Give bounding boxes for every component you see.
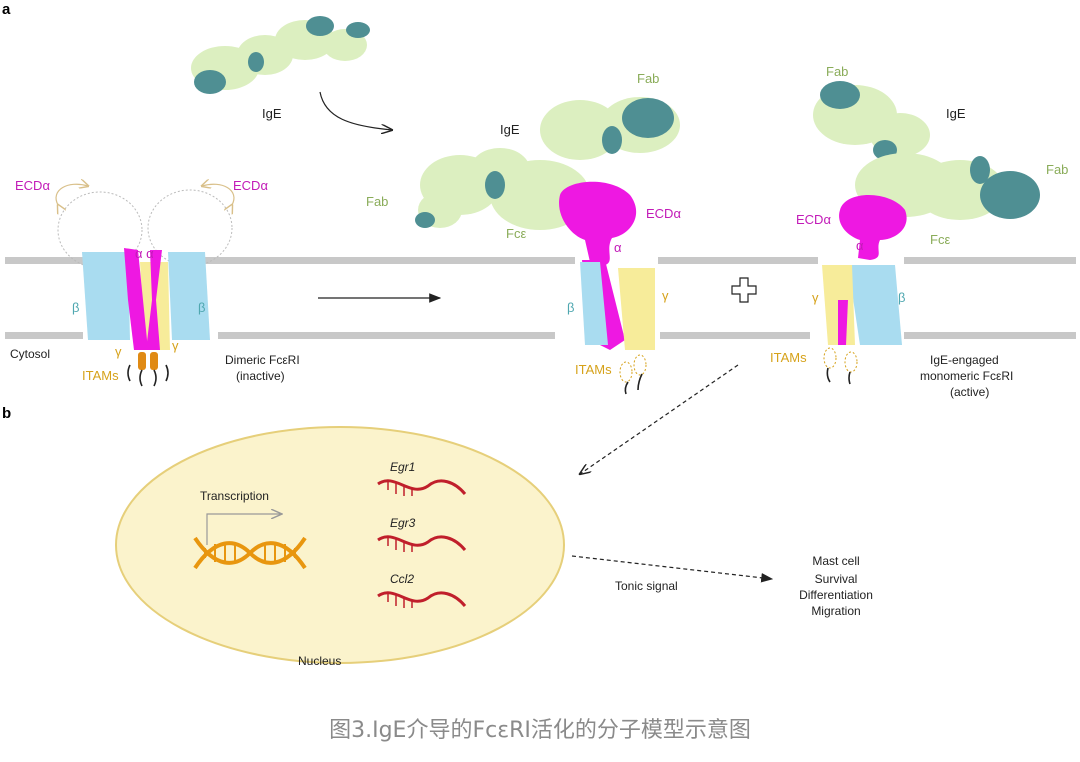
label-cytosol: Cytosol: [10, 347, 50, 361]
label-transcription: Transcription: [200, 489, 269, 503]
label-dimeric-line2: (inactive): [236, 369, 285, 383]
label-gamma-middle: γ: [662, 288, 669, 303]
label-gamma-left: γ: [115, 344, 122, 359]
label-dimeric-line1: Dimeric FcεRI: [225, 353, 300, 367]
label-alpha-alpha: α α: [135, 246, 154, 261]
label-nucleus: Nucleus: [298, 654, 341, 668]
label-fce-right: Fcε: [930, 232, 950, 247]
label-fab-top-right: Fab: [826, 64, 848, 79]
label-fab-top-middle: Fab: [637, 71, 659, 86]
rna-icon-ccl2: [377, 591, 467, 608]
dimeric-receptor: [57, 189, 233, 387]
label-ecd-right: ECDα: [233, 178, 268, 193]
signal-arrow: [580, 364, 739, 474]
label-itams-right: ITAMs: [770, 350, 807, 365]
label-beta-middle: β: [567, 300, 574, 315]
label-engaged-line2: monomeric FcεRI: [920, 369, 1013, 383]
label-ccl2: Ccl2: [390, 572, 414, 586]
label-mast-cell: Mast cell: [812, 554, 859, 568]
label-egr1: Egr1: [390, 460, 415, 474]
label-itams-middle: ITAMs: [575, 362, 612, 377]
tonic-signal-arrow: [571, 555, 774, 583]
label-survival: Survival: [815, 572, 858, 586]
label-fab-right-right: Fab: [1046, 162, 1068, 177]
label-beta-left: β: [72, 300, 79, 315]
label-differentiation: Differentiation: [799, 588, 873, 602]
label-ecd-left: ECDα: [15, 178, 50, 193]
plasma-membrane: [5, 257, 1076, 339]
panel-letter-b: b: [2, 405, 11, 422]
transcription-arrow: [206, 514, 282, 545]
label-engaged-line1: IgE-engaged: [930, 353, 999, 367]
label-ecd-right2: ECDα: [796, 212, 831, 227]
rna-icon-egr1: [377, 479, 467, 496]
label-fce-middle: Fcε: [506, 226, 526, 241]
label-ecd-middle: ECDα: [646, 206, 681, 221]
plus-icon: [731, 277, 757, 303]
label-gamma-right2: γ: [812, 290, 819, 305]
label-beta-right: β: [198, 300, 205, 315]
figure-caption: 图3.IgE介导的FcεRI活化的分子模型示意图: [329, 718, 751, 743]
label-engaged-line3: (active): [950, 385, 989, 399]
panel-letter-a: a: [2, 1, 11, 18]
label-gamma-right: γ: [172, 338, 179, 353]
label-ige-right: IgE: [946, 106, 966, 121]
label-itams-left: ITAMs: [82, 368, 119, 383]
label-alpha-right: α: [856, 238, 864, 253]
binding-arrow: [319, 91, 392, 130]
ige-bound-receptor-middle: [415, 97, 680, 395]
label-ige-free: IgE: [262, 106, 282, 121]
label-fab-left-middle: Fab: [366, 194, 388, 209]
dna-helix-icon: [193, 536, 307, 570]
motion-arrow-left: [55, 184, 88, 205]
label-beta-right2: β: [898, 290, 905, 305]
label-egr3: Egr3: [390, 516, 416, 530]
rna-icon-egr3: [377, 535, 467, 552]
motion-arrow-right: [202, 184, 235, 205]
label-alpha-middle: α: [614, 240, 622, 255]
label-tonic-signal: Tonic signal: [615, 579, 678, 593]
nucleus: [115, 426, 565, 664]
label-ige-middle: IgE: [500, 122, 520, 137]
label-migration: Migration: [811, 604, 860, 618]
free-ige-structure: [191, 16, 370, 94]
ige-bound-receptor-right: [813, 81, 1040, 385]
